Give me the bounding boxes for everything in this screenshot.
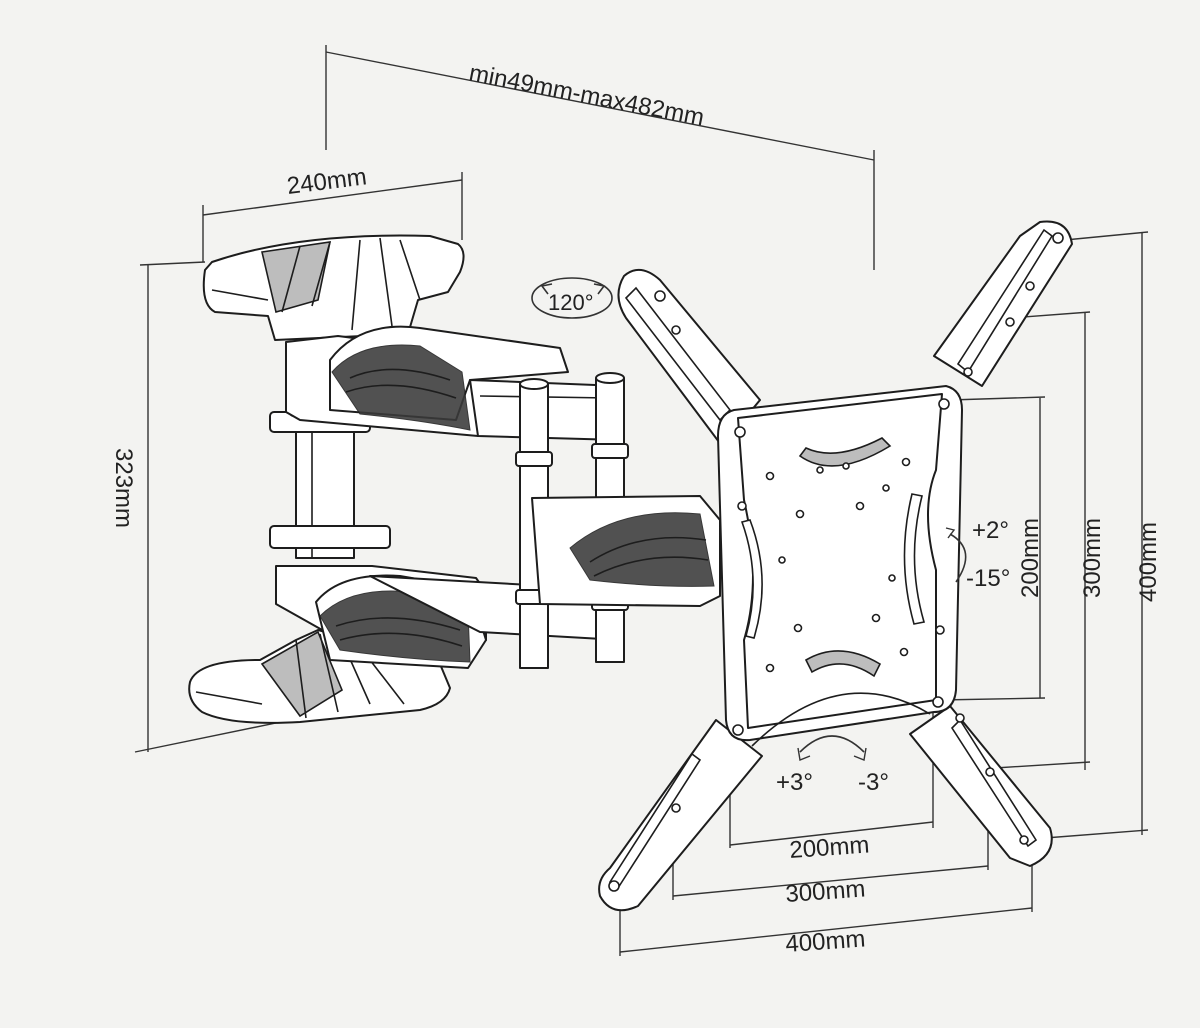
angle-indicators xyxy=(531,277,967,761)
plate-height-label: 323mm xyxy=(110,448,137,528)
angle-labels: 120° +2° -15° +3° -3° xyxy=(548,290,1010,796)
articulating-arms xyxy=(275,325,721,669)
tilt-down-label: -15° xyxy=(966,565,1010,592)
tilt-up-label: +2° xyxy=(972,517,1009,544)
screw-holes xyxy=(608,232,1064,892)
dimension-lines xyxy=(134,45,1149,956)
vesa-v400-label: 400mm xyxy=(1135,522,1162,602)
swivel-label: 120° xyxy=(548,290,594,315)
extension-label: min49mm-max482mm xyxy=(467,59,706,131)
vesa-plate xyxy=(598,220,1073,912)
vesa-h400-label: 400mm xyxy=(785,925,867,958)
vesa-h200-label: 200mm xyxy=(789,831,871,864)
rotate-minus-label: -3° xyxy=(858,769,889,796)
wall-plate xyxy=(188,234,465,724)
vesa-v300-label: 300mm xyxy=(1079,518,1106,598)
vesa-h300-label: 300mm xyxy=(785,875,867,908)
vesa-v200-label: 200mm xyxy=(1017,518,1044,598)
rotate-plus-label: +3° xyxy=(776,769,813,796)
